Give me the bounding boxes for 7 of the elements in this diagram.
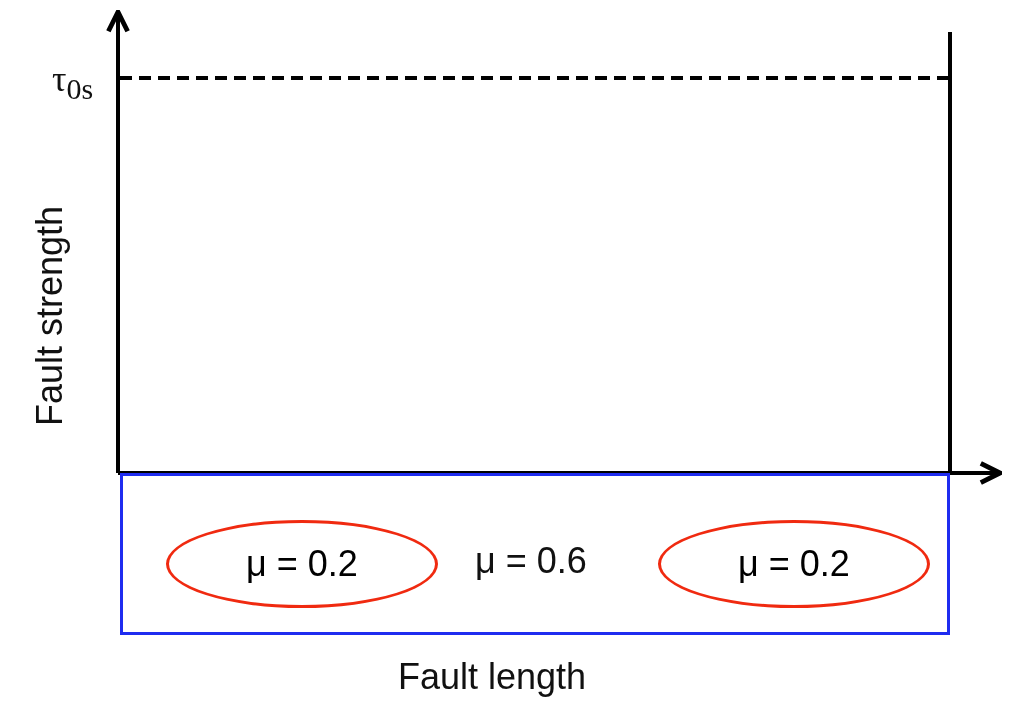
fault-zone-box <box>120 473 950 635</box>
ellipse: μ = 0.2 <box>166 520 438 608</box>
friction-label: μ = 0.6 <box>475 540 587 582</box>
stress-symbol: τ$_{0s}$ <box>52 58 94 107</box>
axis-title: Fault length <box>398 656 587 698</box>
axis-title: Fault strength <box>29 205 72 427</box>
ellipse: μ = 0.2 <box>658 520 930 608</box>
